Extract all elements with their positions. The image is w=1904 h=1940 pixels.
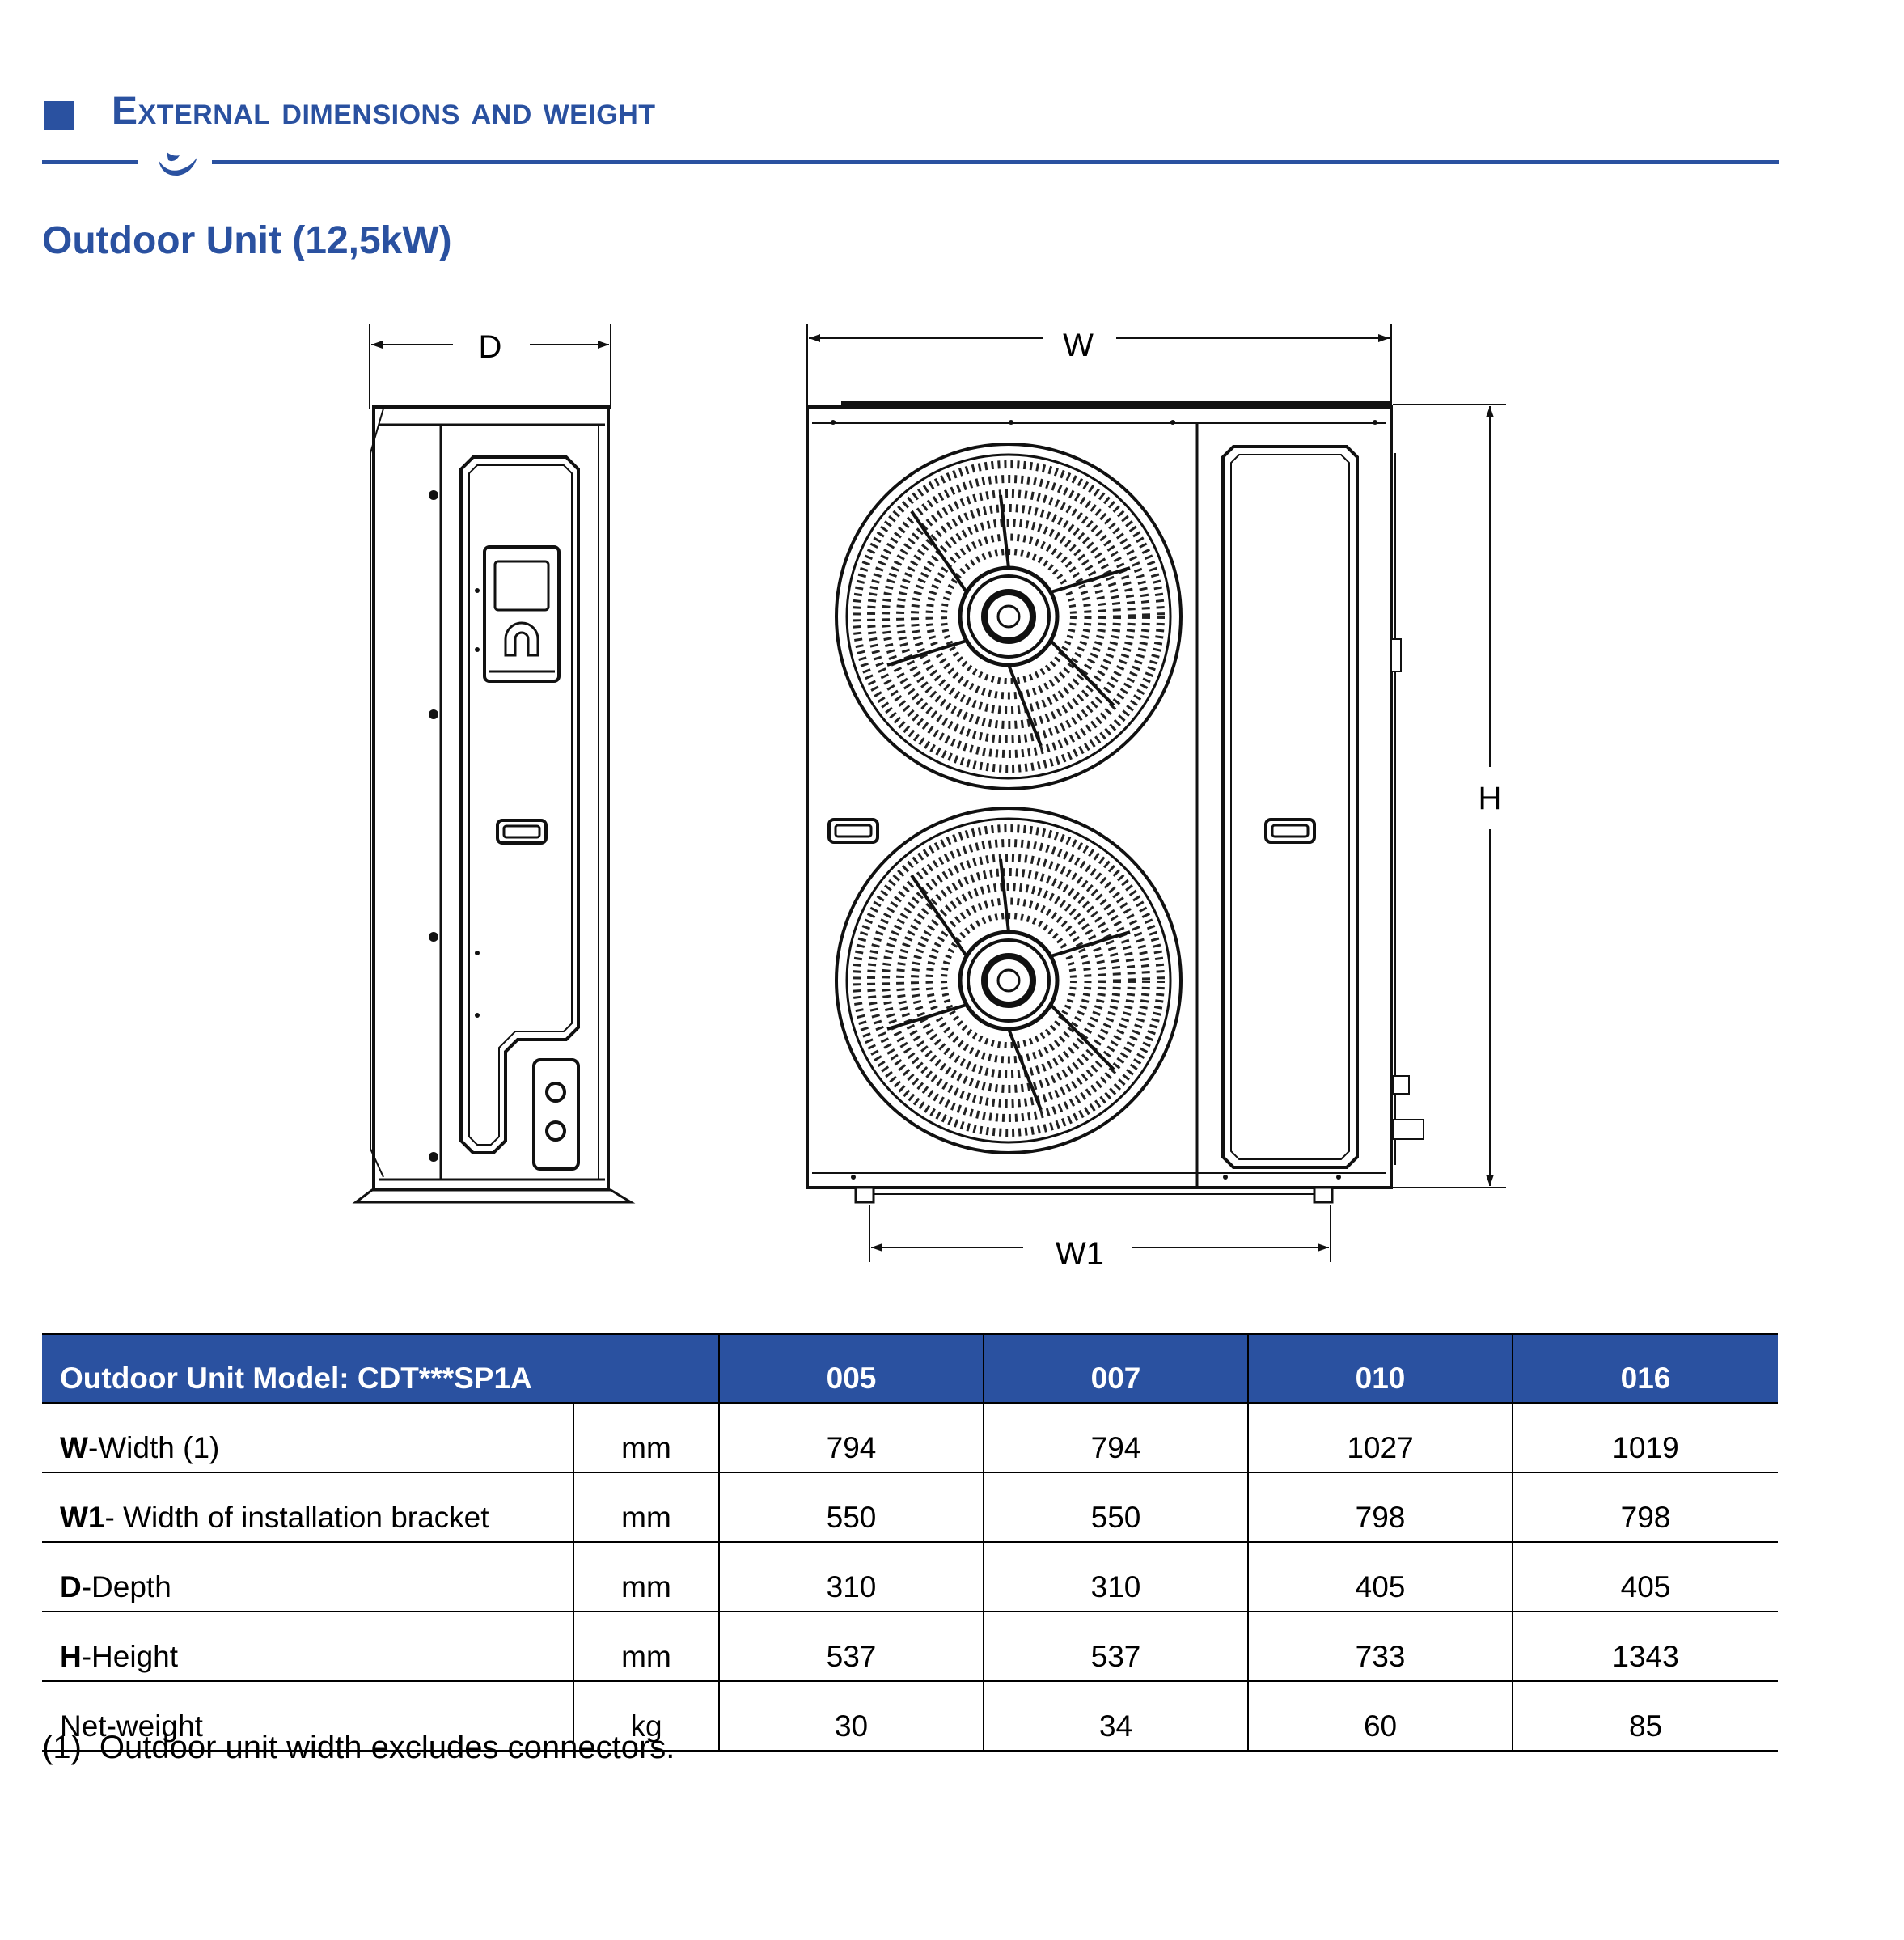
footnote-text: Outdoor unit width excludes connectors. bbox=[99, 1730, 675, 1765]
row-value-cell: 550 bbox=[718, 1472, 984, 1543]
row-value-cell: 537 bbox=[983, 1612, 1249, 1682]
row-value-cell: 405 bbox=[1512, 1542, 1779, 1612]
row-label-cell: Net-weight bbox=[42, 1681, 573, 1752]
row-value-cell: 550 bbox=[983, 1472, 1249, 1543]
row-unit-cell: mm bbox=[572, 1403, 720, 1473]
row-label-cell: H-Height bbox=[42, 1612, 573, 1682]
row-unit-cell: mm bbox=[572, 1612, 720, 1682]
wave-logo-icon bbox=[159, 152, 197, 176]
model-header-007: 007 bbox=[983, 1333, 1249, 1404]
row-value-cell: 34 bbox=[983, 1681, 1249, 1752]
model-header-010: 010 bbox=[1247, 1333, 1513, 1404]
model-header-cell: Outdoor Unit Model: CDT***SP1A bbox=[42, 1333, 720, 1404]
row-value-cell: 1019 bbox=[1512, 1403, 1779, 1473]
row-value-cell: 30 bbox=[718, 1681, 984, 1752]
dim-label-w: W bbox=[1063, 328, 1094, 363]
header-square-icon bbox=[44, 101, 74, 130]
row-value-cell: 310 bbox=[718, 1542, 984, 1612]
row-label-cell: D-Depth bbox=[42, 1542, 573, 1612]
row-label-text: -Depth bbox=[81, 1570, 171, 1603]
row-label-text: -Height bbox=[81, 1640, 179, 1673]
row-label-bold: D bbox=[60, 1570, 82, 1603]
model-header-005: 005 bbox=[718, 1333, 984, 1404]
header-rule-left bbox=[42, 160, 138, 164]
row-label-cell: W1- Width of installation bracket bbox=[42, 1472, 573, 1543]
dimensions-table: Outdoor Unit Model: CDT***SP1A 005 007 0… bbox=[42, 1333, 1779, 1752]
row-value-cell: 794 bbox=[983, 1403, 1249, 1473]
row-label-cell: W-Width (1) bbox=[42, 1403, 573, 1473]
row-label-text: - Width of installation bracket bbox=[104, 1501, 489, 1534]
row-unit-cell: mm bbox=[572, 1472, 720, 1543]
row-unit-cell: kg bbox=[572, 1681, 720, 1752]
section-title: External dimensions and weight bbox=[112, 90, 656, 133]
table-header-row: Outdoor Unit Model: CDT***SP1A 005 007 0… bbox=[42, 1333, 1779, 1404]
row-label-bold: W1 bbox=[60, 1501, 105, 1534]
row-value-cell: 798 bbox=[1512, 1472, 1779, 1543]
row-label-text: Net-weight bbox=[60, 1709, 203, 1743]
row-value-cell: 1343 bbox=[1512, 1612, 1779, 1682]
model-header-016: 016 bbox=[1512, 1333, 1779, 1404]
subtitle: Outdoor Unit (12,5kW) bbox=[42, 219, 452, 262]
footnote: (1) Outdoor unit width excludes connector… bbox=[42, 1730, 675, 1766]
front-view bbox=[806, 324, 1506, 1262]
row-value-cell: 405 bbox=[1247, 1542, 1513, 1612]
row-value-cell: 1027 bbox=[1247, 1403, 1513, 1473]
footnote-number: (1) bbox=[42, 1730, 82, 1765]
dim-label-w1: W1 bbox=[1056, 1236, 1104, 1272]
row-value-cell: 733 bbox=[1247, 1612, 1513, 1682]
row-unit-cell: mm bbox=[572, 1542, 720, 1612]
row-value-cell: 537 bbox=[718, 1612, 984, 1682]
row-value-cell: 310 bbox=[983, 1542, 1249, 1612]
dim-label-d: D bbox=[479, 329, 502, 365]
row-value-cell: 60 bbox=[1247, 1681, 1513, 1752]
row-label-text: -Width (1) bbox=[87, 1431, 220, 1464]
row-value-cell: 85 bbox=[1512, 1681, 1779, 1752]
unit-drawing: D W H W1 bbox=[352, 324, 1506, 1272]
row-label-bold: H bbox=[60, 1640, 82, 1673]
row-value-cell: 798 bbox=[1247, 1472, 1513, 1543]
row-value-cell: 794 bbox=[718, 1403, 984, 1473]
dim-label-h: H bbox=[1479, 781, 1502, 816]
header-rule-right bbox=[212, 160, 1779, 164]
row-label-bold: W bbox=[60, 1431, 88, 1464]
side-view bbox=[352, 324, 636, 1204]
